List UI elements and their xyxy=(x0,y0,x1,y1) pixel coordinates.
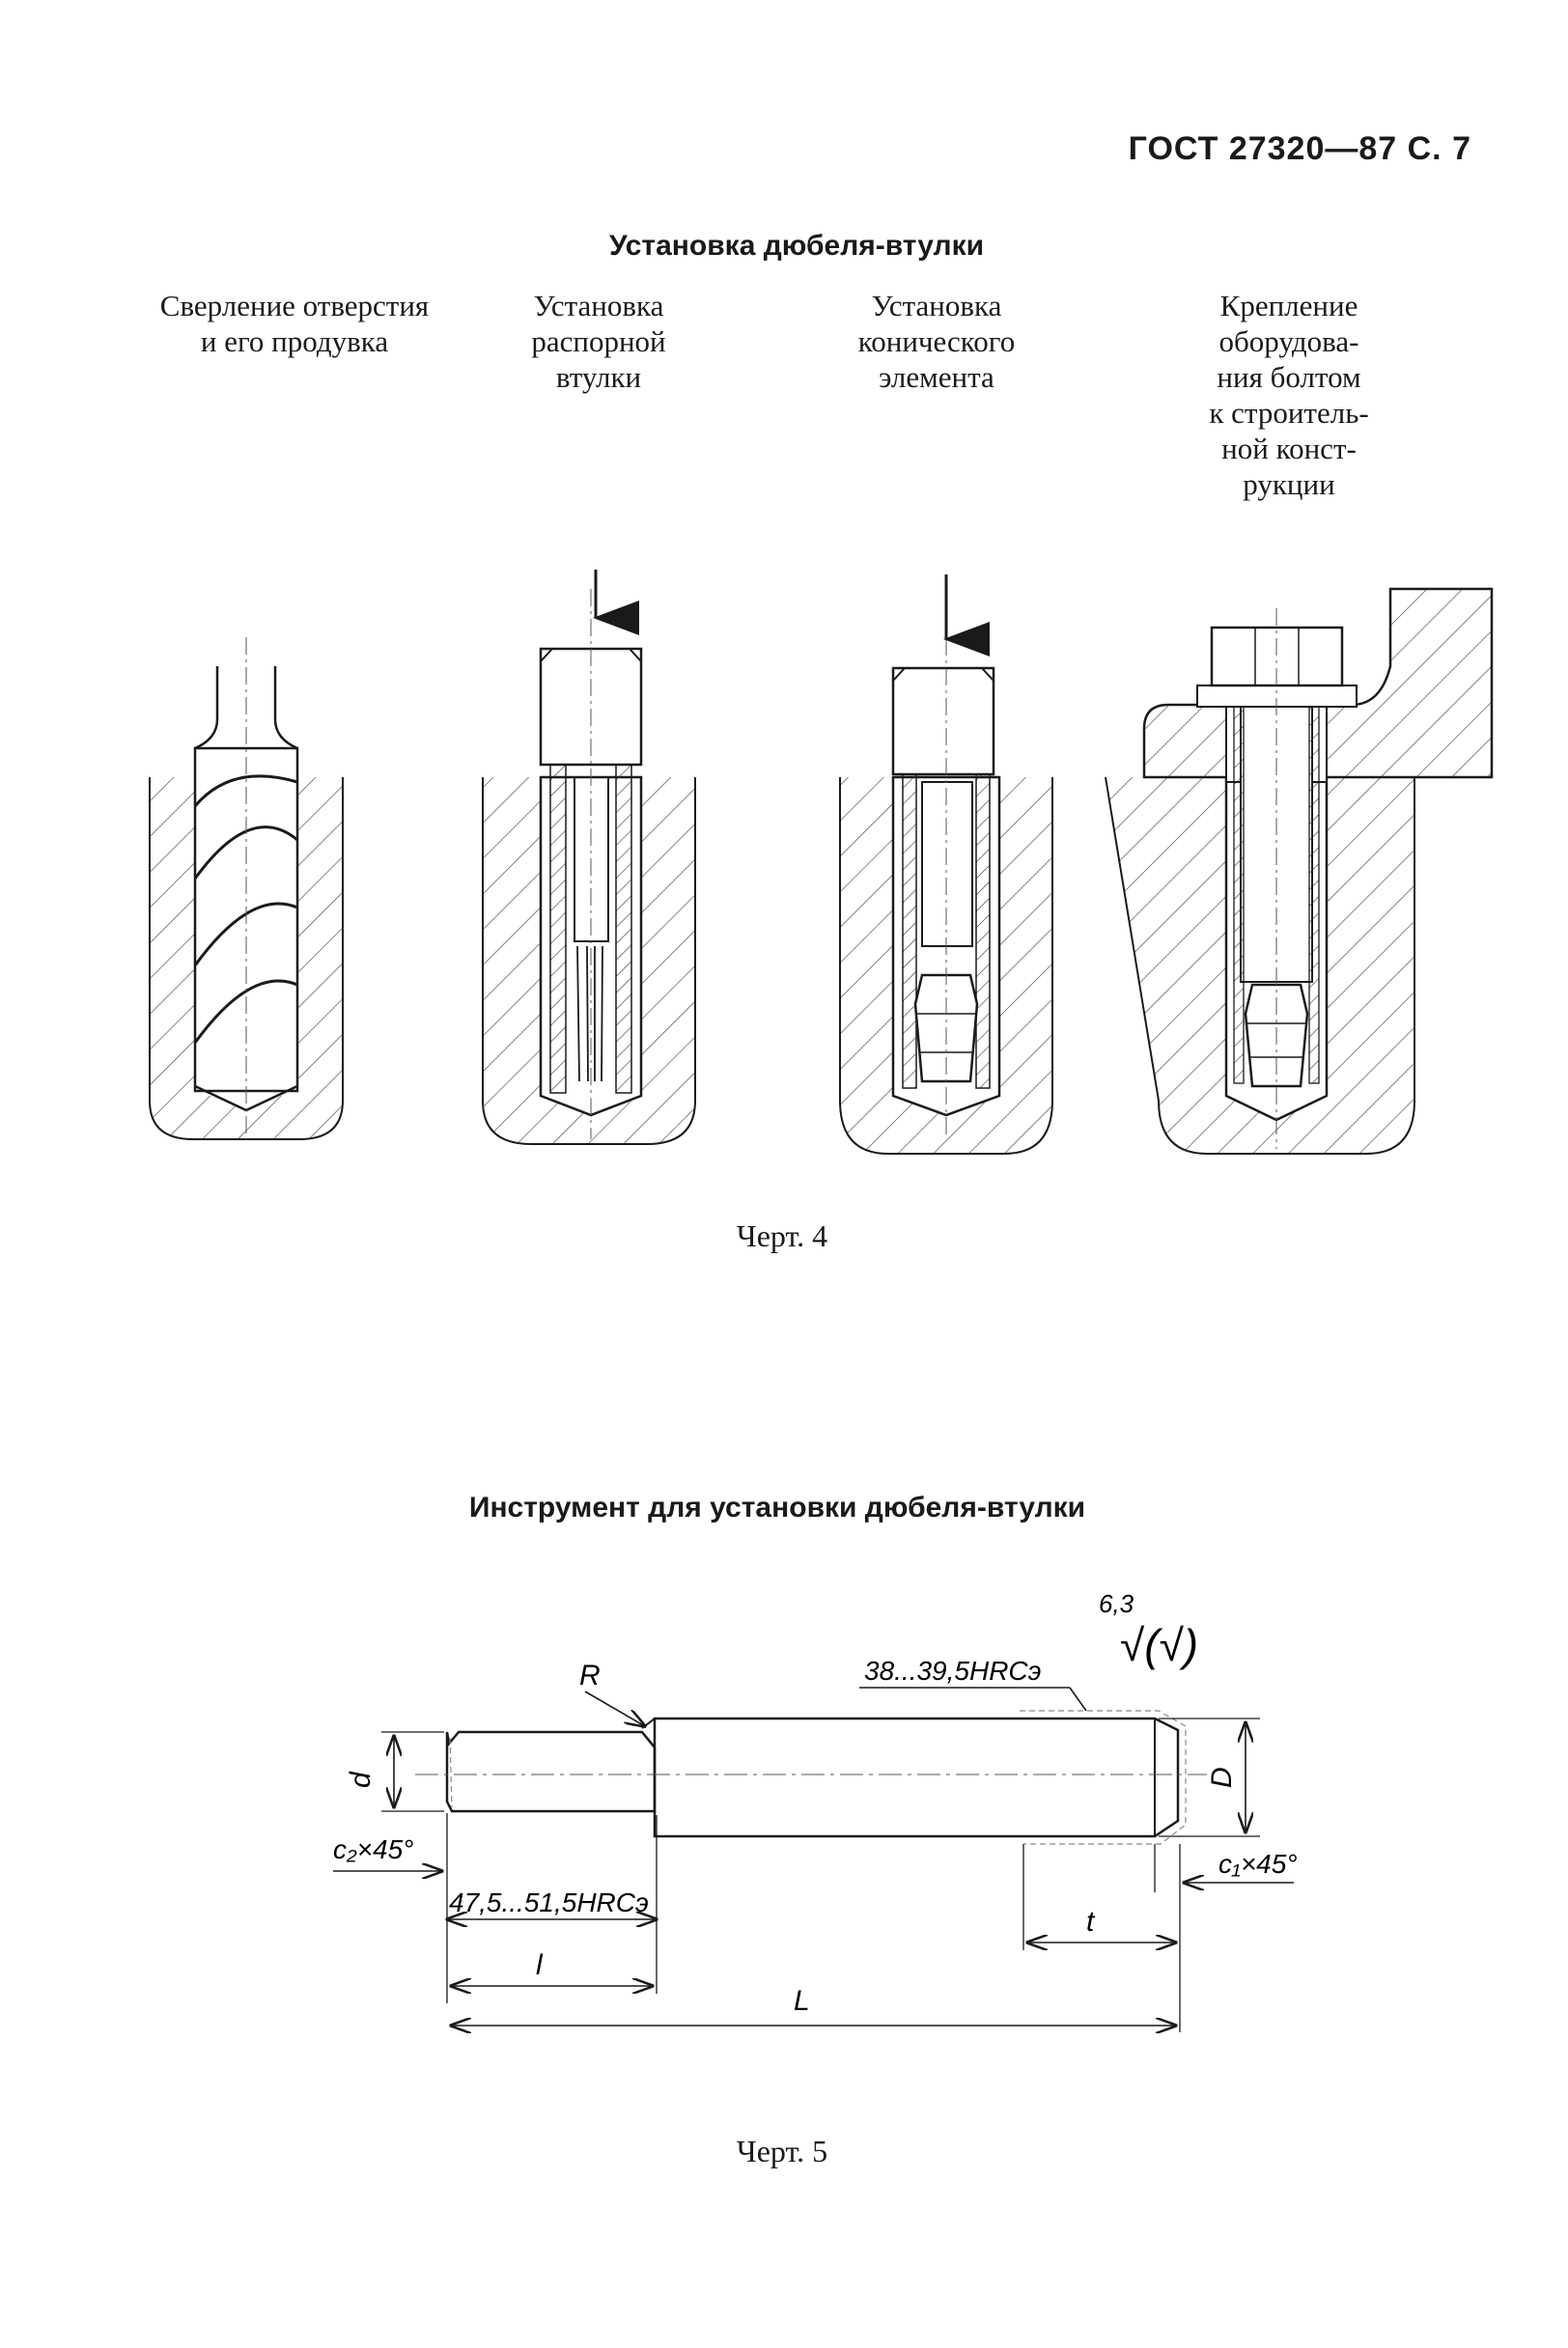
dim-D-label: D xyxy=(1206,1767,1238,1788)
cone-illustration xyxy=(839,574,1053,1155)
dim-R-label: R xyxy=(579,1660,601,1691)
roughness-symbol: √(√) xyxy=(1120,1620,1198,1670)
figure5-caption: Черт. 5 xyxy=(736,2134,828,2168)
drill-illustration xyxy=(149,637,344,1140)
figure4-drawing xyxy=(149,570,1494,1155)
hardness-shank-label: 38...39,5HRCэ xyxy=(864,1656,1041,1686)
roughness-value: 6,3 xyxy=(1099,1589,1134,1618)
dim-c1-label: c₁×45° xyxy=(1218,1849,1298,1879)
figure4-caption: Черт. 4 xyxy=(736,1218,828,1253)
dim-t-label: t xyxy=(1086,1906,1096,1938)
figure5-drawing: R 38...39,5HRCэ 6,3 √(√) d D c₂×45° 47,5… xyxy=(333,1589,1298,2066)
step-label-drilling: Сверление отверстия и его продувка xyxy=(159,289,430,358)
figure5-title: Инструмент для установки дюбеля-втулки xyxy=(468,1492,1086,1523)
tool-profile xyxy=(415,1710,1207,1845)
dim-d-label: d xyxy=(345,1771,377,1788)
step-label-bolt: Крепление оборудова- ния болтом к строит… xyxy=(1209,289,1369,501)
step-label-cone: Установка конического элемента xyxy=(857,289,1016,394)
step-label-sleeve: Установка распорной втулки xyxy=(531,289,666,394)
dim-L-label: L xyxy=(794,1985,810,2017)
figure4-title: Установка дюбеля-втулки xyxy=(608,230,985,262)
bolt-illustration xyxy=(1105,587,1494,1155)
sleeve-illustration xyxy=(482,570,696,1145)
dim-l-label: l xyxy=(536,1949,544,1981)
dim-c2-label: c₂×45° xyxy=(333,1834,413,1864)
hardness-tip-label: 47,5...51,5HRCэ xyxy=(449,1887,649,1917)
page-header-doc-ref: ГОСТ 27320—87 С. 7 xyxy=(1128,130,1471,167)
